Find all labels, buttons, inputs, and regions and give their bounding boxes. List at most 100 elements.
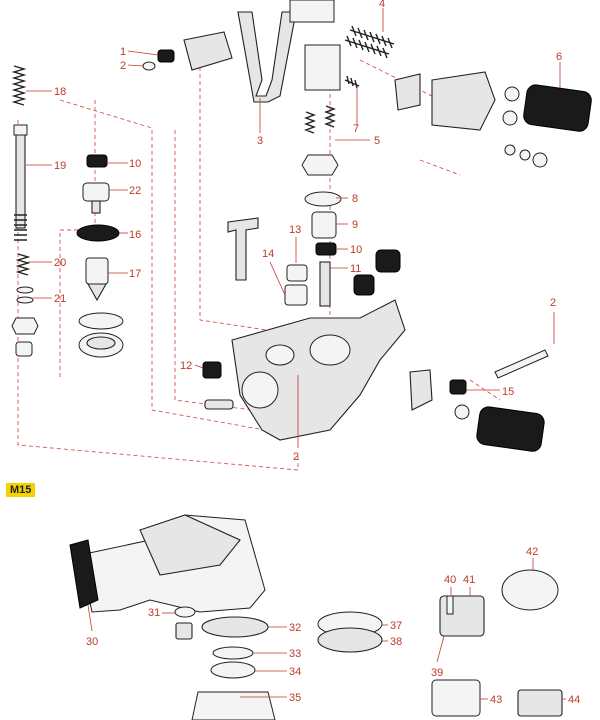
- bushing-13: [286, 264, 308, 282]
- lever-link: [394, 73, 421, 111]
- leader-lines: [26, 8, 566, 700]
- callout-43: 43: [490, 694, 502, 706]
- shaft-19-thread: [14, 214, 27, 241]
- cap-22-stem: [91, 200, 101, 214]
- valve-body: [231, 299, 406, 441]
- top-assembly: [11, 0, 592, 452]
- callout-33: 33: [289, 648, 301, 660]
- spring-5b: [324, 105, 336, 128]
- pin-40: [446, 595, 454, 615]
- shaft-19: [15, 127, 26, 229]
- shaft-19-top: [13, 124, 28, 136]
- callout-17: 17: [129, 268, 141, 280]
- callout-18: 18: [54, 86, 66, 98]
- callout-14: 14: [262, 248, 274, 260]
- nut-right: [532, 152, 548, 168]
- hex-nut-left: [11, 317, 39, 335]
- fitting-right-2: [353, 274, 375, 296]
- fork-3: [237, 11, 297, 103]
- callout-37: 37: [390, 620, 402, 632]
- block-14: [284, 284, 308, 306]
- nut-10-left: [86, 154, 108, 168]
- washer-31: [174, 606, 196, 618]
- valve-body-cap: [265, 344, 295, 366]
- small-nut-left: [15, 341, 33, 357]
- callout-40: 40: [444, 574, 456, 586]
- cup-35: [191, 691, 276, 720]
- callout-1: 1: [120, 46, 126, 58]
- callout-35: 35: [289, 692, 301, 704]
- seal-8: [304, 191, 342, 207]
- callout-30: 30: [86, 636, 98, 648]
- disc-33: [212, 646, 254, 660]
- spring-18: [11, 65, 27, 106]
- callout-19: 19: [54, 160, 66, 172]
- lever-bracket: [409, 369, 433, 411]
- callout-34: 34: [289, 666, 301, 678]
- clip-21a: [16, 286, 34, 294]
- callout-4: 4: [379, 0, 385, 10]
- part-43: [431, 679, 481, 717]
- fitting-right: [375, 249, 401, 273]
- clip-21b: [16, 296, 34, 304]
- bolt-left: [204, 399, 234, 410]
- gearbox-section: [69, 514, 563, 720]
- ring-32: [201, 616, 269, 638]
- gasket-ring-low-inner: [86, 336, 116, 350]
- nut-12: [202, 361, 222, 379]
- nut-10-right: [315, 242, 337, 256]
- callout-39: 39: [431, 667, 443, 679]
- callout-8: 8: [352, 193, 358, 205]
- callout-9: 9: [352, 219, 358, 231]
- callout-2a: 2: [120, 60, 126, 72]
- callout-41: 41: [463, 574, 475, 586]
- callout-15: 15: [502, 386, 514, 398]
- diaphragm-16: [76, 224, 120, 242]
- valve-body-outlet: [241, 371, 279, 409]
- bracket: [183, 31, 233, 71]
- gasket-ring-mid: [78, 312, 124, 330]
- callout-32: 32: [289, 622, 301, 634]
- callout-10b: 10: [350, 244, 362, 256]
- cap-42: [501, 569, 559, 611]
- callout-22: 22: [129, 185, 141, 197]
- gasket-38: [317, 627, 383, 653]
- top-block: [289, 0, 335, 23]
- handle-bottom: [476, 406, 545, 452]
- gearbox-arm: [139, 514, 241, 576]
- callout-3: 3: [257, 135, 263, 147]
- valve-17-tip: [87, 283, 107, 302]
- callout-12: 12: [180, 360, 192, 372]
- callout-31: 31: [148, 607, 160, 619]
- washer-right-a: [504, 144, 516, 156]
- hex-cap: [301, 154, 339, 176]
- lever-plate: [304, 44, 341, 91]
- valve-body-port: [309, 334, 351, 366]
- washer-2: [142, 61, 156, 71]
- spring-7: [344, 75, 360, 89]
- valve-17: [85, 257, 109, 285]
- pin-11: [319, 261, 331, 307]
- rod: [494, 349, 549, 379]
- disc-34: [210, 661, 256, 679]
- callout-44: 44: [568, 694, 580, 706]
- callout-5: 5: [374, 135, 380, 147]
- lever-arm: [431, 71, 496, 131]
- callout-7: 7: [353, 123, 359, 135]
- callout-2b: 2: [550, 297, 556, 309]
- plug-31: [175, 622, 193, 640]
- t-bar: [227, 217, 259, 281]
- spring-4b: [344, 35, 390, 59]
- handle-6: [523, 84, 592, 132]
- gearbox-flange-30: [69, 539, 99, 609]
- nut-6a: [504, 86, 520, 102]
- callout-13: 13: [289, 224, 301, 236]
- spring-4a: [349, 25, 395, 49]
- cap-22: [82, 182, 110, 202]
- callout-20: 20: [54, 257, 66, 269]
- part-44: [517, 689, 563, 717]
- callout-21: 21: [54, 293, 66, 305]
- screw-1: [157, 49, 175, 63]
- section-badge: M15: [6, 483, 36, 497]
